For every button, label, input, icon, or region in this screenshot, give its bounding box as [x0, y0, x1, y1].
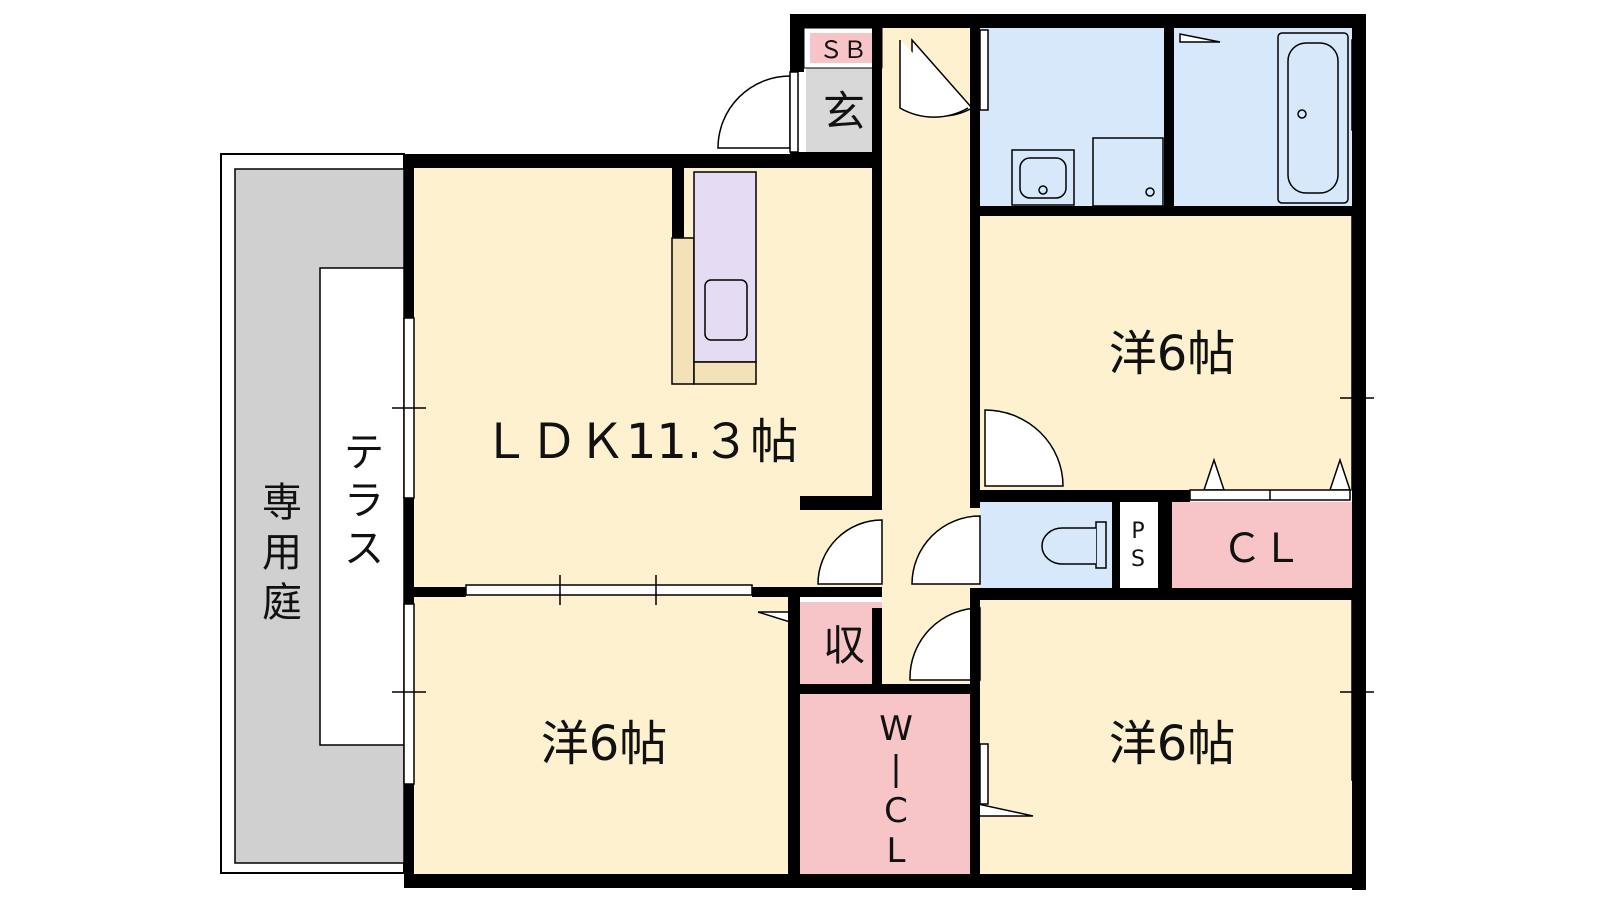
western-room-bottom-left-floor: [410, 595, 790, 875]
shoe-box-label: ＳＢ: [819, 36, 867, 64]
bathtub-icon: [1277, 32, 1349, 204]
private-garden-label-2: 用: [262, 530, 302, 576]
terrace-label-1: テ: [344, 430, 384, 476]
closet-label: ＣＬ: [1222, 526, 1302, 572]
walk-in-closet-label-bar: |: [890, 749, 901, 789]
ldk-floor: [410, 160, 882, 590]
washbasin-icon: [1011, 149, 1075, 206]
storage-floor: [797, 602, 882, 684]
hallway-floor: [882, 25, 980, 685]
western-room-bottom-left-label: 洋6帖: [541, 716, 668, 772]
shoe-box-frame: [803, 27, 883, 69]
terrace-label-3: ス: [344, 526, 384, 572]
private-garden-label-1: 専: [262, 480, 302, 526]
terrace: [319, 267, 405, 746]
terrace-label-2: ラ: [344, 478, 384, 524]
entrance-floor: [806, 68, 882, 156]
walk-in-closet-floor: [797, 694, 980, 875]
walk-in-closet-label-c: C: [884, 791, 908, 831]
storage-label: 収: [823, 621, 865, 670]
shoe-box-floor: [810, 33, 872, 63]
doors: [717, 33, 1352, 817]
ldk-label: ＬＤＫ11.３帖: [482, 414, 798, 470]
pipe-space-floor: [1117, 502, 1157, 590]
closet-floor: [1172, 502, 1356, 590]
hallway-door-arc: [899, 40, 969, 118]
walk-in-closet-label-w: W: [879, 709, 913, 749]
pipe-space-label-s: S: [1131, 547, 1145, 572]
western-room-bottom-right-floor: [980, 595, 1356, 875]
western-room-bottom-right-label: 洋6帖: [1109, 716, 1236, 772]
private-garden-label-3: 庭: [262, 580, 302, 626]
kitchen-sink-counter-icon: [704, 279, 748, 341]
western-room-top-right-label: 洋6帖: [1109, 326, 1236, 382]
pipe-space-label-p: P: [1131, 519, 1144, 544]
toilet-icon: [1041, 521, 1107, 569]
washing-machine-icon: [1092, 137, 1164, 207]
walls: [404, 14, 1366, 890]
entrance-label: 玄: [823, 87, 865, 136]
walk-in-closet-label-l: L: [887, 831, 906, 871]
